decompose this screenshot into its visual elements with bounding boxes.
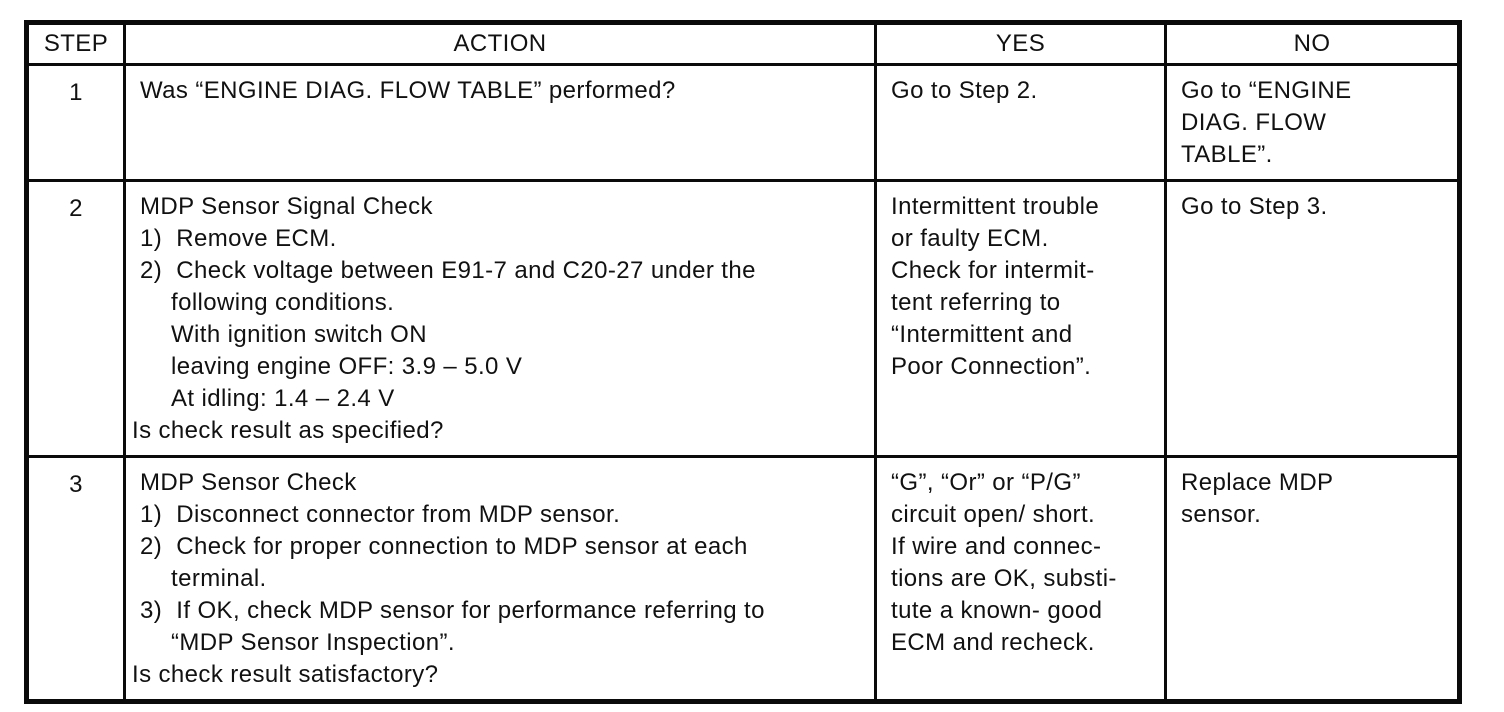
action-line: “MDP Sensor Inspection”.: [171, 629, 455, 656]
col-header-action: ACTION: [123, 21, 877, 66]
table-row: 3 MDP Sensor Check 1) Disconnect connecto…: [25, 455, 1461, 703]
yes-line: Check for intermit-: [891, 257, 1095, 284]
yes-line: circuit open/ short.: [891, 501, 1096, 528]
col-header-no: NO: [1164, 21, 1461, 66]
yes-line: Intermittent trouble: [891, 193, 1100, 220]
action-cell: MDP Sensor Check 1) Disconnect connector …: [123, 455, 877, 703]
yes-line: Poor Connection”.: [891, 353, 1092, 380]
no-line: TABLE”.: [1181, 141, 1273, 168]
action-line: 1) Remove ECM.: [140, 225, 337, 252]
action-line: MDP Sensor Check: [140, 469, 357, 496]
action-cell: MDP Sensor Signal Check 1) Remove ECM. 2) …: [123, 179, 877, 458]
yes-cell: Go to Step 2.: [874, 63, 1167, 182]
no-line: Go to “ENGINE: [1181, 77, 1352, 104]
no-line: Go to Step 3.: [1181, 193, 1328, 220]
step-number: 1: [25, 63, 126, 182]
action-line: At idling: 1.4 – 2.4 V: [171, 385, 395, 412]
diagnostic-flow-table: STEP ACTION YES NO 1 Was “ENGINE DIAG. F…: [24, 20, 1462, 704]
yes-line: tions are OK, substi-: [891, 565, 1117, 592]
yes-cell: “G”, “Or” or “P/G” circuit open/ short. If…: [874, 455, 1167, 703]
no-cell: Go to Step 3.: [1164, 179, 1461, 458]
action-cell: Was “ENGINE DIAG. FLOW TABLE” performed?: [123, 63, 877, 182]
action-line: 3) If OK, check MDP sensor for performan…: [140, 597, 765, 624]
col-header-yes: YES: [874, 21, 1167, 66]
action-line: leaving engine OFF: 3.9 – 5.0 V: [171, 353, 523, 380]
no-cell: Go to “ENGINE DIAG. FLOW TABLE”.: [1164, 63, 1461, 182]
yes-cell: Intermittent trouble or faulty ECM. Check …: [874, 179, 1167, 458]
header-row: STEP ACTION YES NO: [25, 21, 1461, 66]
step-number: 2: [25, 179, 126, 458]
no-cell: Replace MDP sensor.: [1164, 455, 1461, 703]
no-line: DIAG. FLOW: [1181, 109, 1327, 136]
yes-line: tent referring to: [891, 289, 1061, 316]
yes-line: tute a known- good: [891, 597, 1103, 624]
col-header-step: STEP: [25, 21, 126, 66]
yes-line: or faulty ECM.: [891, 225, 1049, 252]
yes-line: “G”, “Or” or “P/G”: [891, 469, 1081, 496]
action-line: Is check result as specified?: [132, 417, 444, 444]
action-line: Is check result satisfactory?: [132, 661, 439, 688]
no-line: Replace MDP: [1181, 469, 1334, 496]
action-line: Was “ENGINE DIAG. FLOW TABLE” performed?: [140, 77, 676, 104]
action-line: terminal.: [171, 565, 267, 592]
yes-line: Go to Step 2.: [891, 77, 1038, 104]
table-row: 1 Was “ENGINE DIAG. FLOW TABLE” performe…: [25, 63, 1461, 182]
table-row: 2 MDP Sensor Signal Check 1) Remove ECM. 2…: [25, 179, 1461, 458]
step-number: 3: [25, 455, 126, 703]
yes-line: “Intermittent and: [891, 321, 1073, 348]
action-line: 2) Check voltage between E91-7 and C20-2…: [140, 257, 756, 284]
yes-line: If wire and connec-: [891, 533, 1102, 560]
action-line: MDP Sensor Signal Check: [140, 193, 433, 220]
yes-line: ECM and recheck.: [891, 629, 1095, 656]
no-line: sensor.: [1181, 501, 1262, 528]
action-line: 1) Disconnect connector from MDP sensor.: [140, 501, 621, 528]
action-line: following conditions.: [171, 289, 395, 316]
action-line: With ignition switch ON: [171, 321, 427, 348]
action-line: 2) Check for proper connection to MDP se…: [140, 533, 748, 560]
